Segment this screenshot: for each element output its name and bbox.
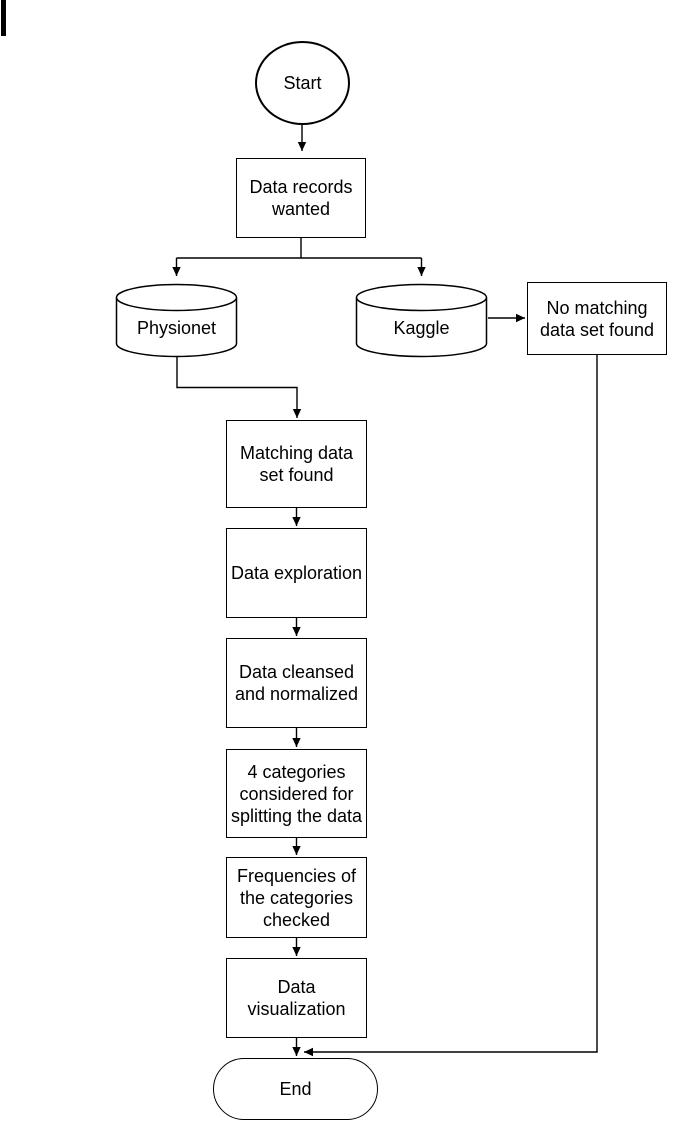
text-cursor	[1, 0, 6, 36]
frequencies-checked-label: Frequencies of the categories checked	[236, 865, 357, 930]
no-matching-data-set-found-label: No matching data set found	[539, 297, 655, 340]
flowchart-node-physionet: Physionet	[115, 283, 238, 358]
data-exploration-label: Data exploration	[230, 563, 363, 583]
flowchart-node-data-records-wanted: Data records wanted	[236, 158, 366, 238]
flowchart-node-no-matching-data-set-found: No matching data set found	[527, 282, 667, 355]
edge-records-branch	[176, 238, 422, 259]
4-categories-considered-label: 4 categories considered for splitting th…	[230, 761, 363, 826]
data-cleansed-and-normalized-label: Data cleansed and normalized	[234, 662, 359, 704]
flowchart-node-end: End	[213, 1058, 378, 1120]
flowchart-node-matching-data-set-found: Matching data set found	[226, 420, 367, 508]
edge-physionet-to-matching	[176, 356, 302, 418]
database-cylinder-icon	[355, 283, 488, 358]
flowchart-node-kaggle: Kaggle	[355, 283, 488, 358]
flowchart-node-data-cleansed-and-normalized: Data cleansed and normalized	[226, 638, 367, 728]
start-label: Start	[283, 73, 322, 93]
data-records-wanted-label: Data records wanted	[249, 177, 353, 219]
flowchart-node-4-categories-considered: 4 categories considered for splitting th…	[226, 749, 367, 838]
flowchart-node-start: Start	[255, 41, 350, 125]
flowchart-node-data-exploration: Data exploration	[226, 528, 367, 618]
flowchart-node-frequencies-checked: Frequencies of the categories checked	[226, 857, 367, 938]
end-label: End	[279, 1079, 312, 1099]
flowchart-node-data-visualization: Data visualization	[226, 958, 367, 1038]
matching-data-set-found-label: Matching data set found	[239, 443, 354, 485]
kaggle-label: Kaggle	[393, 317, 450, 338]
database-cylinder-icon	[115, 283, 238, 358]
physionet-label: Physionet	[136, 317, 217, 338]
data-visualization-label: Data visualization	[247, 977, 346, 1019]
